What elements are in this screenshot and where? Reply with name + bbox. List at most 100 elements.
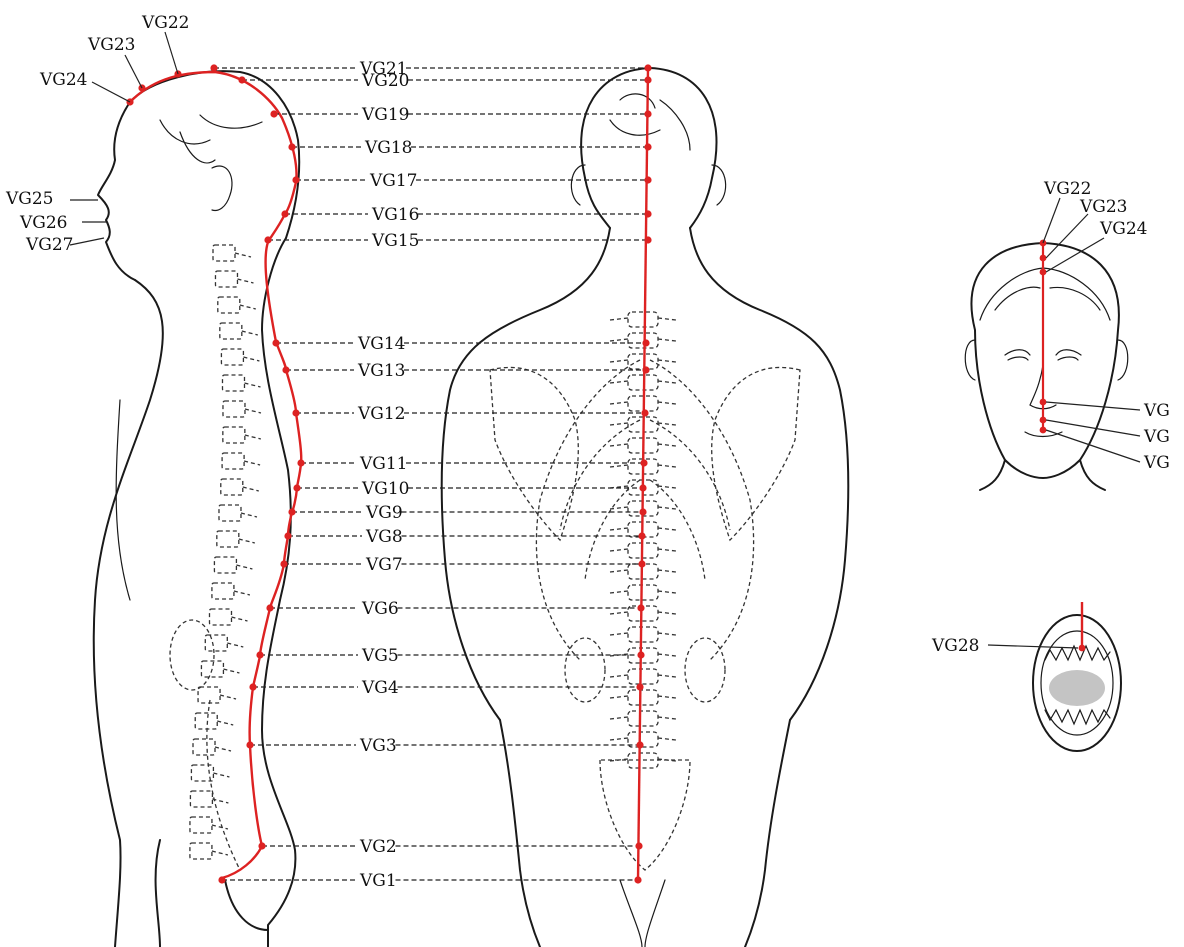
back-vertebra-process	[658, 633, 676, 635]
central-label-vg4: VG4	[361, 678, 399, 698]
side-vertebra-process	[235, 253, 251, 257]
side-point-vg4	[249, 683, 256, 690]
front-face-figure	[965, 243, 1128, 490]
side-vertebra	[222, 453, 244, 469]
side-vertebra-process	[245, 435, 261, 439]
side-point-vg18	[288, 143, 295, 150]
side-vertebra-process	[241, 513, 257, 517]
side-vertebra-process	[239, 539, 255, 543]
face-label-vg27-cut: VG	[1143, 453, 1170, 473]
back-vertebra	[628, 669, 658, 684]
side-meridian-line	[130, 72, 301, 878]
back-vertebra-process	[610, 633, 628, 635]
face-point-4	[1040, 417, 1047, 424]
side-vertebra-process	[244, 461, 260, 465]
mouth-label-vg28: VG28	[931, 636, 980, 656]
side-vertebra-process	[217, 721, 233, 725]
side-vertebra	[214, 557, 236, 573]
side-vertebra	[205, 635, 227, 651]
side-point-vg17	[292, 176, 299, 183]
back-vertebra-process	[658, 402, 676, 404]
side-point-vg8	[284, 532, 291, 539]
side-vertebra-process	[243, 487, 259, 491]
side-vertebra	[190, 817, 212, 833]
side-vertebra-process	[245, 409, 261, 413]
back-vertebra-process	[610, 465, 628, 467]
side-vertebra	[219, 505, 241, 521]
back-vertebra-process	[610, 444, 628, 446]
back-vertebra-process	[658, 591, 676, 593]
back-vertebra-process	[658, 696, 676, 698]
central-label-vg9: VG9	[365, 503, 403, 523]
side-label-vg22: VG22	[141, 13, 190, 33]
side-vertebra-process	[240, 305, 256, 309]
side-vertebra	[215, 271, 237, 287]
side-vertebra-process	[212, 825, 228, 829]
side-point-vg15	[264, 236, 271, 243]
back-vertebra-process	[610, 717, 628, 719]
back-point-vg15	[644, 236, 651, 243]
side-vertebra-process	[242, 331, 258, 335]
side-vertebra	[209, 609, 231, 625]
side-vertebra	[195, 713, 217, 729]
back-vertebra	[628, 333, 658, 348]
side-point-vg10	[293, 484, 300, 491]
side-vertebra	[223, 401, 245, 417]
central-label-vg18: VG18	[364, 138, 413, 158]
side-view-figure	[94, 71, 300, 947]
side-point-vg13	[282, 366, 289, 373]
back-vertebra-process	[658, 465, 676, 467]
central-label-vg16: VG16	[371, 205, 420, 225]
back-vertebra-process	[658, 570, 676, 572]
side-point-vg11	[297, 459, 304, 466]
back-point-vg8	[638, 532, 645, 539]
face-point-5	[1040, 427, 1047, 434]
side-point-vg7	[280, 560, 287, 567]
acupoints	[126, 64, 1085, 883]
back-vertebra-process	[610, 696, 628, 698]
side-vertebra	[212, 583, 234, 599]
central-label-vg13: VG13	[357, 361, 406, 381]
side-point-vg16	[281, 210, 288, 217]
central-label-vg6: VG6	[361, 599, 399, 619]
back-vertebra-process	[658, 717, 676, 719]
back-vertebra-process	[658, 360, 676, 362]
central-label-vg17: VG17	[369, 171, 418, 191]
back-point-vg6	[637, 604, 644, 611]
central-label-vg14: VG14	[357, 334, 406, 354]
back-point-vg16	[644, 210, 651, 217]
central-label-vg1: VG1	[359, 871, 397, 891]
back-vertebra-process	[610, 402, 628, 404]
back-vertebra-process	[658, 318, 676, 320]
face-point-2	[1040, 269, 1047, 276]
side-vertebra	[223, 427, 245, 443]
central-leader-lines	[214, 68, 648, 880]
side-vertebra	[220, 323, 242, 339]
side-vertebra-process	[215, 747, 231, 751]
face-point-1	[1040, 255, 1047, 262]
side-vertebra-process	[244, 383, 260, 387]
face-point-3	[1040, 399, 1047, 406]
back-point-vg5	[637, 651, 644, 658]
back-point-vg2	[635, 842, 642, 849]
back-vertebra-process	[658, 738, 676, 740]
back-vertebra-process	[658, 423, 676, 425]
back-point-vg21	[644, 64, 651, 71]
side-vertebra-process	[213, 773, 229, 777]
back-vertebra-process	[658, 549, 676, 551]
face-label-vg26-cut: VG	[1143, 427, 1170, 447]
side-vertebra-process	[212, 851, 228, 855]
central-label-vg2: VG2	[359, 837, 397, 857]
central-label-vg7: VG7	[365, 555, 403, 575]
side-point-vg3	[246, 741, 253, 748]
side-vertebra-process	[234, 591, 250, 595]
central-label-vg3: VG3	[359, 736, 397, 756]
back-vertebra	[628, 585, 658, 600]
back-point-vg10	[639, 484, 646, 491]
side-vertebra-process	[231, 617, 247, 621]
side-vertebra-process	[237, 279, 253, 283]
back-point-vg9	[639, 508, 646, 515]
side-point-vg1	[218, 876, 225, 883]
side-point-vg21	[210, 64, 217, 71]
back-vertebra-process	[658, 675, 676, 677]
